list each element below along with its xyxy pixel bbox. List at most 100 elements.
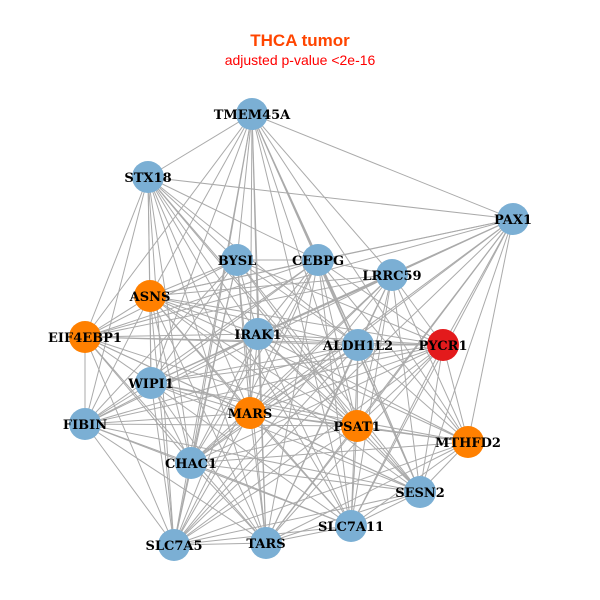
edge-pycr1-slc7a11 [350,344,444,527]
node-cebpg[interactable]: CEBPG [292,244,344,276]
node-circle [134,280,166,312]
edge-asns-psat1 [149,295,358,427]
node-circle [236,98,268,130]
node-asns[interactable]: ASNS [129,280,171,312]
node-label: EIF4EBP1 [48,331,122,346]
edge-psat1-tars [265,425,358,544]
node-circle [376,259,408,291]
edge-asns-pycr1 [149,295,444,346]
edge-lrrc59-chac1 [190,274,393,464]
node-circle [302,244,334,276]
node-circle [242,318,274,350]
node-slc7a11[interactable]: SLC7A11 [318,510,384,542]
node-irak1[interactable]: IRAK1 [234,318,282,350]
node-label: SLC7A11 [318,520,384,535]
edge-lrrc59-mthfd2 [391,274,469,443]
node-label: PYCR1 [418,339,467,354]
edge-irak1-psat1 [257,333,358,427]
node-wipi1[interactable]: WIPI1 [127,367,174,399]
edge-stx18-bysl [147,176,238,261]
edge-mthfd2-tars [265,441,469,544]
edge-stx18-sesn2 [147,176,421,493]
node-slc7a5[interactable]: SLC7A5 [145,529,203,561]
edge-chac1-slc7a11 [190,462,352,527]
edge-fibin-psat1 [84,423,358,427]
node-label: TMEM45A [214,108,291,123]
node-label: SESN2 [395,486,445,501]
edge-pycr1-wipi1 [150,344,444,384]
node-mthfd2[interactable]: MTHFD2 [435,426,501,458]
edge-chac1-tars [190,462,267,544]
node-circle [221,244,253,276]
node-label: PSAT1 [333,420,380,435]
node-eif4ebp1[interactable]: EIF4EBP1 [48,321,122,353]
edge-stx18-fibin [84,176,149,425]
edge-stx18-slc7a11 [147,176,352,527]
edge-stx18-eif4ebp1 [84,176,149,338]
plot-subtitle: adjusted p-value <2e-16 [224,52,376,68]
edge-tmem45a-pax1 [251,113,514,220]
node-label: MTHFD2 [435,436,501,451]
node-circle [234,397,266,429]
node-label: STX18 [124,171,171,186]
edge-pax1-sesn2 [419,218,514,493]
edge-pycr1-mthfd2 [442,344,469,443]
edge-stx18-cebpg [147,176,319,261]
edge-eif4ebp1-irak1 [84,333,259,338]
node-psat1[interactable]: PSAT1 [333,410,381,442]
edge-lrrc59-psat1 [356,274,393,427]
edge-mthfd2-chac1 [190,441,469,464]
edge-asns-irak1 [149,295,259,335]
edge-tmem45a-asns [149,113,253,297]
node-circle [158,529,190,561]
edge-eif4ebp1-tars [84,336,267,544]
node-fibin[interactable]: FIBIN [63,408,107,440]
edge-pax1-mars [249,218,514,414]
node-circle [135,367,167,399]
node-sesn2[interactable]: SESN2 [395,476,445,508]
node-stx18[interactable]: STX18 [124,161,172,193]
edge-cebpg-slc7a11 [317,259,352,527]
node-tmem45a[interactable]: TMEM45A [214,98,291,130]
edge-stx18-irak1 [147,176,259,335]
node-label: IRAK1 [234,328,281,343]
node-circle [250,527,282,559]
edge-irak1-mthfd2 [257,333,469,443]
node-pycr1[interactable]: PYCR1 [418,329,468,361]
edge-irak1-wipi1 [150,333,259,384]
edge-tmem45a-stx18 [147,113,253,178]
edge-stx18-slc7a5 [147,176,175,546]
edge-bysl-slc7a5 [173,259,238,546]
node-label: ALDH1L2 [322,339,393,354]
edge-wipi1-slc7a5 [150,382,175,546]
node-label: CHAC1 [165,457,217,472]
edge-cebpg-eif4ebp1 [84,259,319,338]
node-lrrc59[interactable]: LRRC59 [362,259,422,291]
node-circle [404,476,436,508]
edge-bysl-sesn2 [236,259,421,493]
edge-mthfd2-slc7a5 [173,441,469,546]
node-circle [452,426,484,458]
edge-wipi1-slc7a11 [150,382,352,527]
edge-stx18-mars [147,176,251,414]
edge-aldh1l2-slc7a5 [173,344,359,546]
node-label: BYSL [218,254,257,269]
node-mars[interactable]: MARS [228,397,273,429]
edge-lrrc59-asns [149,274,393,297]
node-label: TARS [246,537,285,552]
node-pax1[interactable]: PAX1 [494,203,532,235]
node-circle [132,161,164,193]
edge-pycr1-sesn2 [419,344,444,493]
node-circle [497,203,529,235]
edges-layer [84,113,514,546]
edge-irak1-slc7a5 [173,333,259,546]
node-chac1[interactable]: CHAC1 [165,447,217,479]
edge-wipi1-sesn2 [150,382,421,493]
node-bysl[interactable]: BYSL [218,244,257,276]
edge-aldh1l2-tars [265,344,359,544]
node-aldh1l2[interactable]: ALDH1L2 [322,329,393,361]
node-label: SLC7A5 [145,539,202,554]
edge-stx18-aldh1l2 [147,176,359,346]
node-tars[interactable]: TARS [246,527,286,559]
